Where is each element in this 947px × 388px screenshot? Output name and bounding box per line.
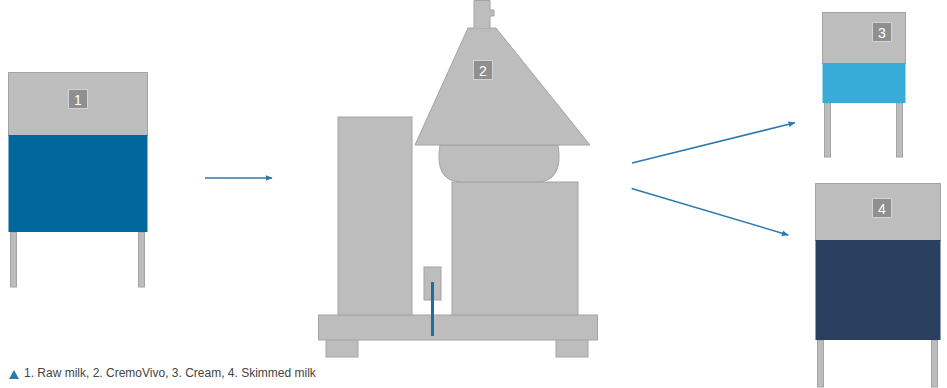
tank-leg [818, 340, 824, 387]
machine-foot [556, 338, 588, 357]
flow-arrow [205, 177, 272, 179]
machine-foot [326, 338, 358, 357]
tank-top [823, 13, 906, 64]
machine-base [319, 315, 598, 340]
caption-marker [8, 369, 20, 381]
tank-top [9, 73, 148, 136]
tank-leg [11, 232, 17, 287]
separator-frame [452, 182, 578, 315]
callout-number: 4 [872, 198, 892, 218]
separator-hood [415, 28, 590, 145]
tank-leg [825, 103, 831, 157]
callout-number: 3 [872, 22, 892, 42]
feed-pipe [431, 282, 434, 336]
tank-leg [139, 232, 145, 287]
tank-leg [897, 103, 903, 157]
milk-tank: 3 [822, 12, 906, 158]
milk-tank: 4 [815, 183, 941, 388]
figure-caption: 1. Raw milk, 2. CremoVivo, 3. Cream, 4. … [24, 366, 316, 380]
milk-tank: 1 [8, 72, 148, 288]
callout-number: 1 [68, 89, 88, 109]
separator-machine: 2 [318, 0, 600, 358]
separator-bowl [439, 145, 559, 182]
tank-drawing [822, 12, 906, 158]
flow-arrow [632, 188, 789, 235]
motor-housing [338, 117, 412, 315]
tank-contents [816, 240, 941, 340]
tank-top [816, 184, 941, 241]
separator-drawing [318, 0, 600, 358]
tank-contents [823, 63, 906, 103]
separator-spindle [474, 1, 494, 29]
tank-contents [9, 135, 148, 232]
flow-arrow [632, 123, 795, 163]
callout-number: 2 [473, 60, 493, 80]
tank-leg [932, 340, 938, 387]
